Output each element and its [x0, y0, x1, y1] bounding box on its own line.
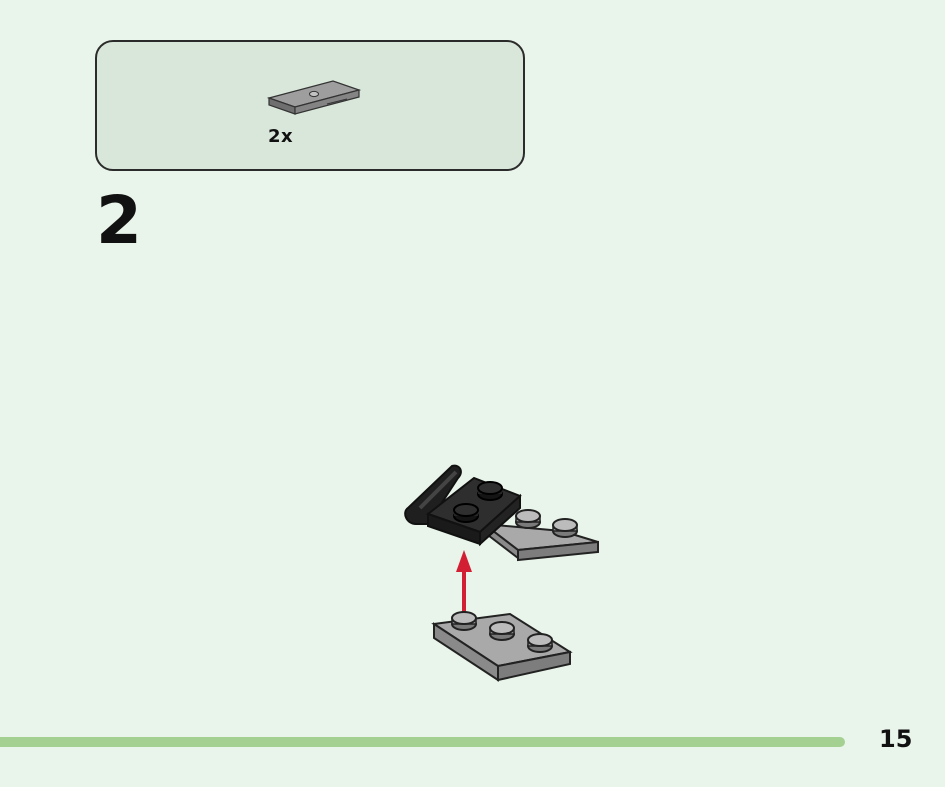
page-number: 15 [879, 725, 913, 753]
red-arrow-icon [456, 550, 472, 614]
assembly-illustration [404, 464, 599, 682]
step-number: 2 [96, 182, 142, 259]
part-quantity: 2x [268, 126, 294, 147]
parts-needed-box: 2x [95, 40, 525, 171]
black-plate-with-bar-icon [404, 464, 522, 547]
progress-bar [0, 737, 845, 747]
gray-tile-1x3-icon [267, 80, 361, 115]
gray-plate-bottom-icon [431, 611, 573, 682]
